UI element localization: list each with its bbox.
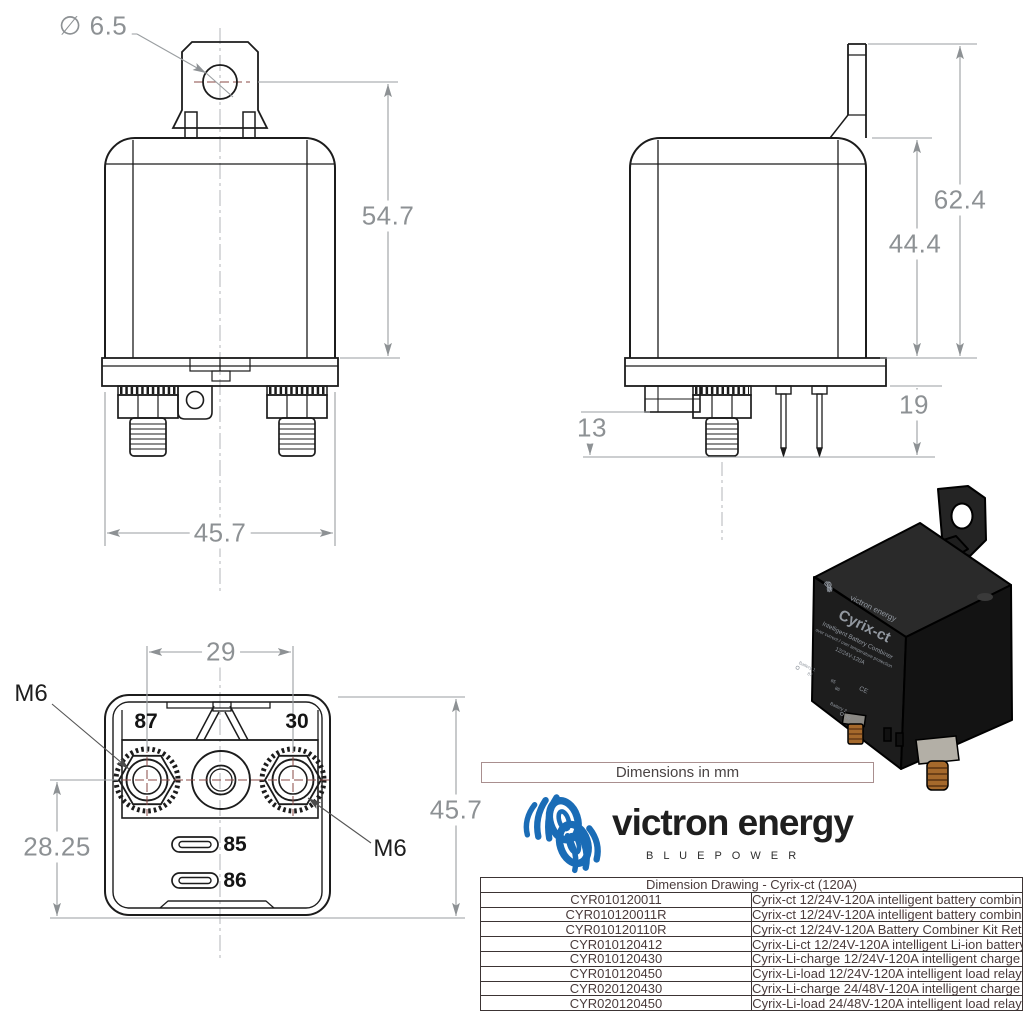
units-note-box: Dimensions in mm: [481, 762, 874, 783]
victron-logo-block: victron energy B L U E P O W E R: [510, 788, 910, 876]
front-view: [101, 28, 339, 592]
units-note: Dimensions in mm: [615, 764, 740, 781]
side-view: [624, 43, 887, 540]
part-code: CYR020120450: [480, 995, 752, 1012]
part-desc: Cyrix-Li-charge 12/24V-120A intelligent …: [751, 950, 1023, 967]
terminal-85-label: 85: [223, 833, 247, 856]
part-code: CYR010120110R: [480, 921, 752, 938]
terminal-86-label: 86: [223, 869, 247, 892]
part-number-table: Dimension Drawing - Cyrix-ct (120A) CYR0…: [480, 877, 1023, 1012]
product-87-text: 87: [807, 671, 814, 678]
thread-size-right-label: M6: [373, 835, 407, 862]
part-desc: Cyrix-Li-load 12/24V-120A intelligent lo…: [751, 965, 1023, 982]
brand-wordmark: victron energy: [612, 802, 854, 843]
terminal-87-label: 87: [134, 710, 158, 733]
terminal-30-label: 30: [285, 710, 309, 733]
brand-tagline: B L U E P O W E R: [646, 850, 800, 862]
part-desc: Cyrix-Li-ct 12/24V-120A intelligent Li-i…: [751, 936, 1023, 952]
thread-size-left-label: M6: [14, 680, 48, 707]
part-desc: Cyrix-Li-load 24/48V-120A intelligent lo…: [751, 995, 1023, 1012]
part-desc: Cyrix-ct 12/24V-120A intelligent battery…: [751, 906, 1023, 923]
part-code: CYR010120011: [480, 891, 752, 908]
product-30-text: 30: [845, 714, 852, 721]
part-desc: Cyrix-ct 12/24V-120A intelligent battery…: [751, 891, 1023, 908]
dim-hole-diameter-label: ∅ 6.5: [54, 10, 132, 42]
part-code: CYR010120011R: [480, 906, 752, 923]
product-86-text: 86: [834, 685, 841, 692]
product-85-text: 85: [830, 678, 837, 685]
product-ce-mark: CE: [858, 685, 870, 696]
part-desc: Cyrix-Li-charge 24/48V-120A intelligent …: [751, 980, 1023, 997]
